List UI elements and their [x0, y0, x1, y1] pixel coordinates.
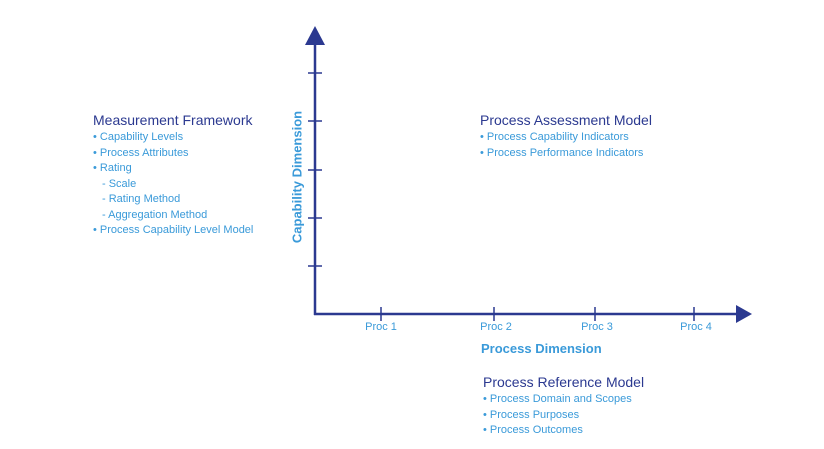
- list-item: • Capability Levels: [93, 131, 184, 143]
- y-axis-arrow: [305, 26, 325, 45]
- list-sub-item: - Rating Method: [102, 193, 181, 205]
- process-reference-model-block: Process Reference Model • Process Domain…: [483, 374, 644, 439]
- x-tick-label-proc3: Proc 3: [581, 321, 613, 333]
- y-axis-ticks: [308, 72, 322, 267]
- process-reference-model-title: Process Reference Model: [483, 374, 645, 390]
- list-item: • Process Performance Indicators: [480, 146, 644, 159]
- list-item: • Process Capability Level Model: [93, 224, 254, 236]
- measurement-framework-block: Measurement Framework • Capability Level…: [93, 112, 253, 239]
- list-item: • Process Purposes: [483, 408, 580, 421]
- process-assessment-model-list: • Process Capability Indicators • Proces…: [480, 130, 652, 161]
- list-sub-item: - Aggregation Method: [102, 208, 208, 221]
- x-axis-ticks: [380, 307, 695, 321]
- list-sub-item: - Scale: [102, 177, 137, 190]
- list-item: • Process Capability Indicators: [480, 131, 629, 143]
- x-tick-label-proc1: Proc 1: [365, 321, 397, 333]
- process-assessment-model-title: Process Assessment Model: [480, 112, 652, 128]
- measurement-framework-title: Measurement Framework: [93, 112, 253, 128]
- list-item: • Process Outcomes: [483, 424, 583, 436]
- process-reference-model-list: • Process Domain and Scopes • Process Pu…: [483, 392, 644, 439]
- list-item: • Process Domain and Scopes: [483, 393, 632, 405]
- x-tick-label-proc4: Proc 4: [680, 321, 712, 333]
- measurement-framework-list: • Capability Levels • Process Attributes…: [93, 130, 253, 239]
- x-axis-arrow: [736, 305, 752, 323]
- process-assessment-model-block: Process Assessment Model • Process Capab…: [480, 112, 652, 161]
- y-axis-label: Capability Dimension: [289, 110, 305, 244]
- x-tick-label-proc2: Proc 2: [480, 321, 512, 333]
- list-item: • Process Attributes: [93, 146, 189, 159]
- list-item: • Rating: [93, 162, 132, 174]
- x-axis-label: Process Dimension: [481, 341, 602, 356]
